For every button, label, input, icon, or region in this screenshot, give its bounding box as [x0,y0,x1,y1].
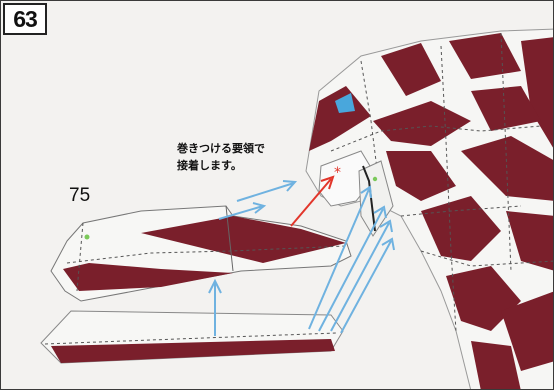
instruction-line-2: 接着します。 [177,159,242,172]
paper-model-body [305,28,553,389]
arrow-fan-2 [318,208,384,332]
part-number: 75 [69,185,91,206]
arrow-wing-1 [218,205,264,220]
red-indicator: * [290,165,341,227]
guide-arrows [208,180,395,336]
instruction-line-1: 巻きつける要領で [177,142,265,155]
arrow-fan-3 [330,222,390,332]
part-75-piece [50,205,352,302]
base-strip [40,310,344,364]
arrow-fan-1 [308,188,370,330]
arrow-to-snout-1 [236,182,295,202]
star-marker: * [334,165,341,181]
arrow-fan-4 [340,240,392,334]
instruction-text: 巻きつける要領で 接着します。 [177,140,307,174]
step-number: 63 [3,3,47,35]
glue-dot [372,176,378,182]
